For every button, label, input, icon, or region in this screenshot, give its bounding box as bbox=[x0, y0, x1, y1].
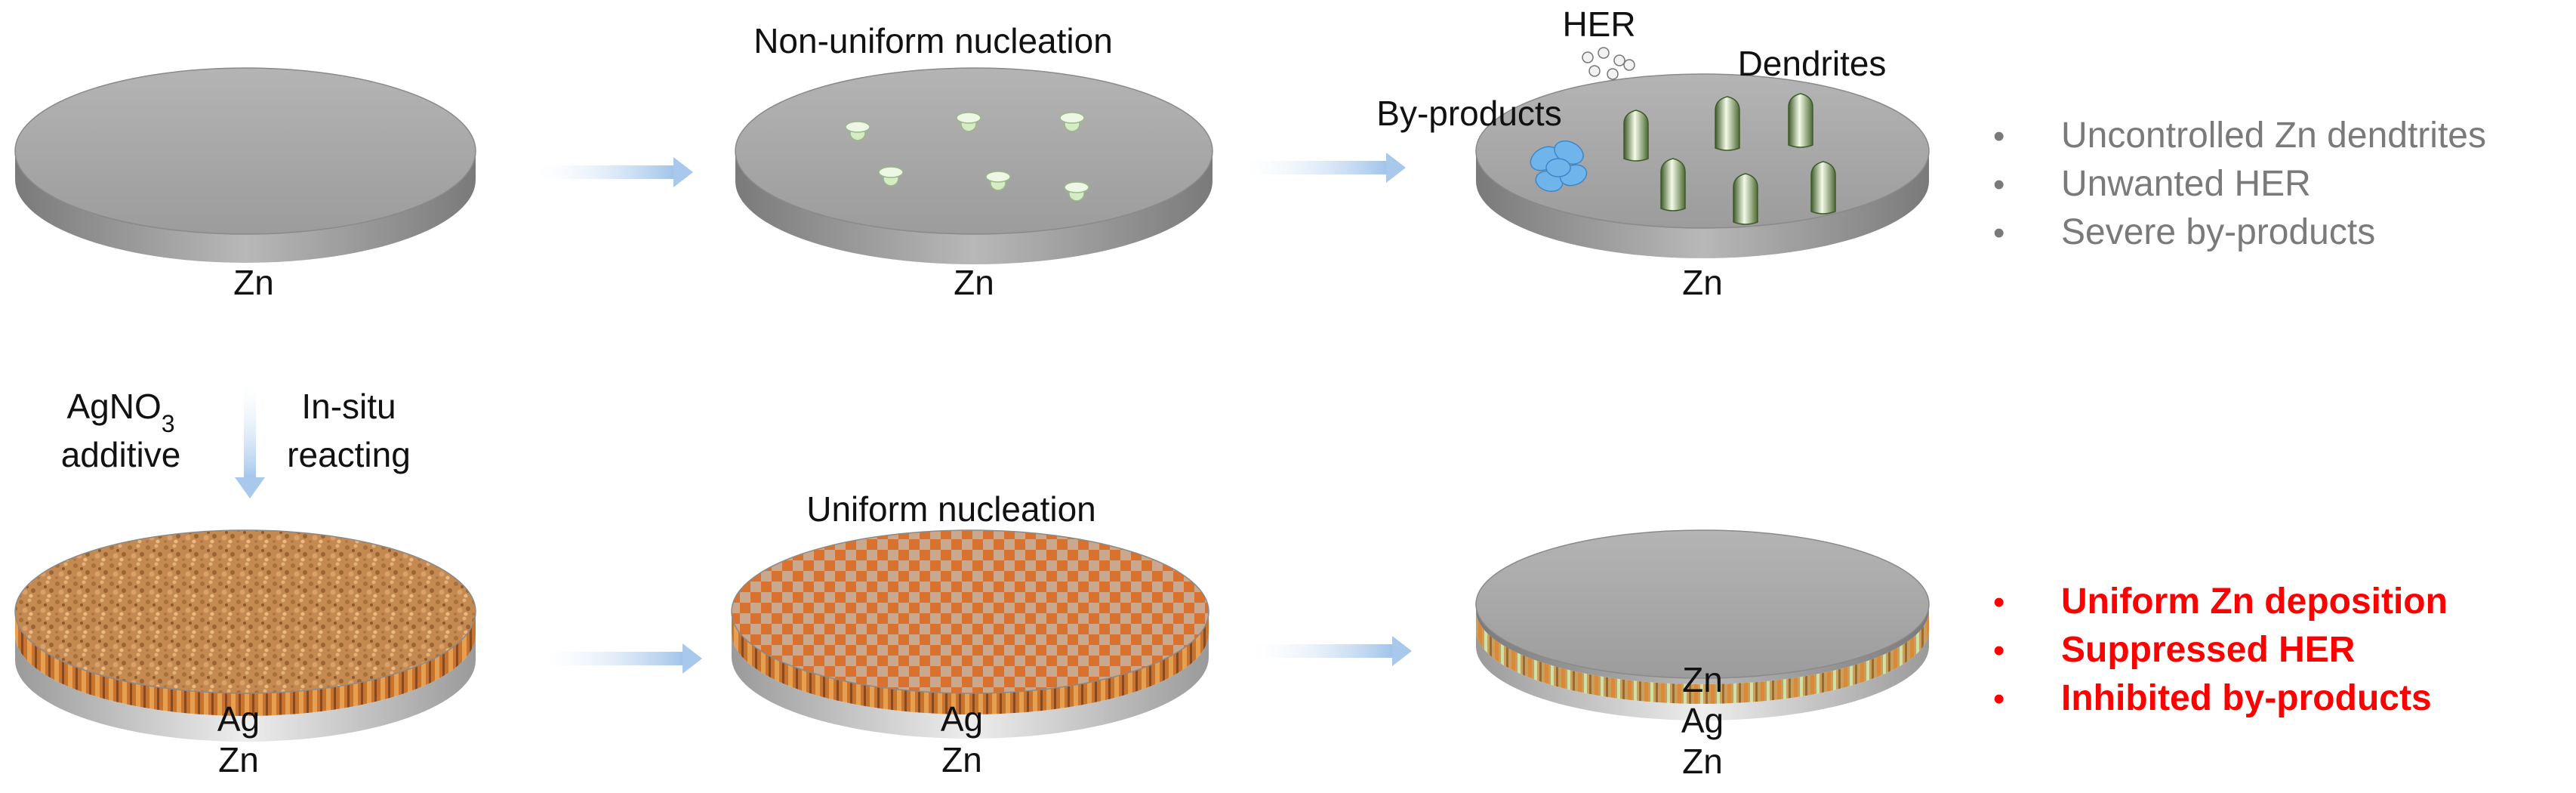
benefit-bullet-marker: • bbox=[1993, 584, 2004, 621]
problem-bullet-marker: • bbox=[1993, 166, 2004, 203]
agno3-label: AgNO3 bbox=[66, 387, 174, 437]
arrow-to-uniform-nucleation bbox=[544, 643, 702, 674]
disc-uniform-nucleation-side-band bbox=[732, 633, 1209, 739]
zn-dendrite bbox=[1660, 158, 1686, 211]
disc1-zn-label: Zn bbox=[233, 263, 274, 302]
disc-uniform-deposition-top-surface bbox=[1475, 529, 1930, 679]
disc-bare-zn-side-band bbox=[15, 151, 476, 263]
zn-dendrite bbox=[1715, 96, 1740, 151]
uniform-nucleation-title: Uniform nucleation bbox=[806, 489, 1096, 529]
disc2-zn-label: Zn bbox=[954, 263, 994, 302]
arrow-to-nonuniform bbox=[536, 157, 693, 187]
disc-uniform-deposition-side-band bbox=[1476, 610, 1929, 704]
bullet-list-benefits: • Uniform Zn deposition • Suppressed HER • In… bbox=[1993, 582, 2448, 718]
text-layer: Zn Zn Zn Non-uniform nucleation HER Dend… bbox=[61, 5, 1887, 781]
problem-bullet-item: Uncontrolled Zn dendtrites bbox=[2061, 116, 2486, 156]
disc-bare-zn bbox=[14, 67, 476, 263]
benefit-bullet-item: Suppressed HER bbox=[2061, 630, 2355, 670]
gas-bubble bbox=[1607, 68, 1619, 80]
non-uniform-nucleation-title: Non-uniform nucleation bbox=[753, 21, 1113, 60]
zn-nucleus bbox=[845, 121, 870, 141]
additive-label: additive bbox=[61, 435, 181, 474]
disc6-ag-label: Ag bbox=[1681, 701, 1724, 740]
zn-nucleus bbox=[985, 171, 1011, 191]
disc4-ag-label: Ag bbox=[217, 699, 260, 739]
disc-uniform-nucleation-top-surface bbox=[731, 529, 1209, 694]
disc-nonuniform-top-surface bbox=[735, 67, 1213, 235]
dendrites-group bbox=[1623, 93, 1836, 225]
disc-bare-zn-top-surface bbox=[14, 67, 476, 235]
benefit-bullet-item: Uniform Zn deposition bbox=[2061, 582, 2448, 622]
disc4-zn-label: Zn bbox=[218, 740, 259, 779]
bullet-list-problems: • Uncontrolled Zn dendtrites • Unwanted HER… bbox=[1993, 116, 2486, 252]
disc-nonuniform bbox=[735, 67, 1213, 264]
agno3-prefix: AgNO bbox=[66, 387, 161, 426]
by-products-label: By-products bbox=[1376, 94, 1561, 133]
agno3-subscript: 3 bbox=[162, 410, 175, 437]
arrow-to-dendrites bbox=[1246, 153, 1406, 183]
disc-uniform-deposition bbox=[1475, 529, 1930, 720]
by-products-cluster bbox=[1530, 140, 1588, 193]
problem-bullet-marker: • bbox=[1993, 214, 2004, 251]
zn-nucleus bbox=[1064, 181, 1089, 202]
dendrites-label: Dendrites bbox=[1738, 44, 1887, 83]
disc-nonuniform-side-band bbox=[735, 151, 1213, 264]
gas-bubble bbox=[1588, 65, 1601, 77]
benefit-bullet-item: Inhibited by-products bbox=[2061, 678, 2432, 718]
benefit-bullet-marker: • bbox=[1993, 680, 2004, 717]
problem-bullet-item: Severe by-products bbox=[2061, 212, 2375, 252]
disc-ag-coated-side-band bbox=[15, 612, 476, 716]
problem-bullet-item: Unwanted HER bbox=[2061, 164, 2311, 204]
disc-uniform-nucleation-side-band bbox=[732, 612, 1209, 714]
arrow-layer bbox=[235, 153, 1412, 674]
decoration-layer bbox=[845, 47, 1836, 225]
disc5-ag-label: Ag bbox=[941, 699, 983, 739]
disc-ag-coated bbox=[14, 529, 476, 742]
disc-ag-coated-top-surface bbox=[14, 529, 476, 694]
zn-dendrite bbox=[1733, 173, 1758, 225]
disc-layer bbox=[14, 67, 1930, 742]
problem-bullet-marker: • bbox=[1993, 118, 2004, 155]
zn-dendrite bbox=[1623, 110, 1649, 162]
benefit-bullet-marker: • bbox=[1993, 632, 2004, 669]
disc-dendrites-side-band bbox=[1476, 151, 1929, 258]
disc-uniform-nucleation bbox=[731, 529, 1209, 739]
disc6-zn-top-label: Zn bbox=[1682, 660, 1723, 699]
in-situ-label: In-situ bbox=[301, 387, 396, 426]
disc-uniform-deposition-side-band bbox=[1476, 630, 1929, 720]
nuclei-group bbox=[845, 112, 1089, 202]
zn-nucleus bbox=[956, 112, 981, 132]
gas-bubble bbox=[1613, 54, 1625, 66]
arrow-to-ag-coated bbox=[235, 384, 265, 498]
zn-nucleus bbox=[1059, 112, 1085, 132]
her-bubbles bbox=[1582, 47, 1635, 80]
disc5-zn-label: Zn bbox=[941, 740, 982, 779]
gas-bubble bbox=[1598, 47, 1610, 59]
disc6-zn-label: Zn bbox=[1682, 742, 1723, 781]
disc-ag-coated-side-band bbox=[15, 634, 476, 742]
gas-bubble bbox=[1623, 59, 1635, 71]
zn-dendrite bbox=[1788, 93, 1813, 148]
zn-nucleus bbox=[878, 166, 904, 187]
by-product-flake bbox=[1545, 158, 1571, 177]
gas-bubble bbox=[1582, 51, 1594, 63]
arrow-to-uniform-deposition bbox=[1253, 636, 1412, 666]
zn-dendrite bbox=[1810, 161, 1836, 214]
disc3-zn-label: Zn bbox=[1682, 263, 1723, 302]
reacting-label: reacting bbox=[287, 435, 411, 474]
her-label: HER bbox=[1562, 5, 1635, 44]
